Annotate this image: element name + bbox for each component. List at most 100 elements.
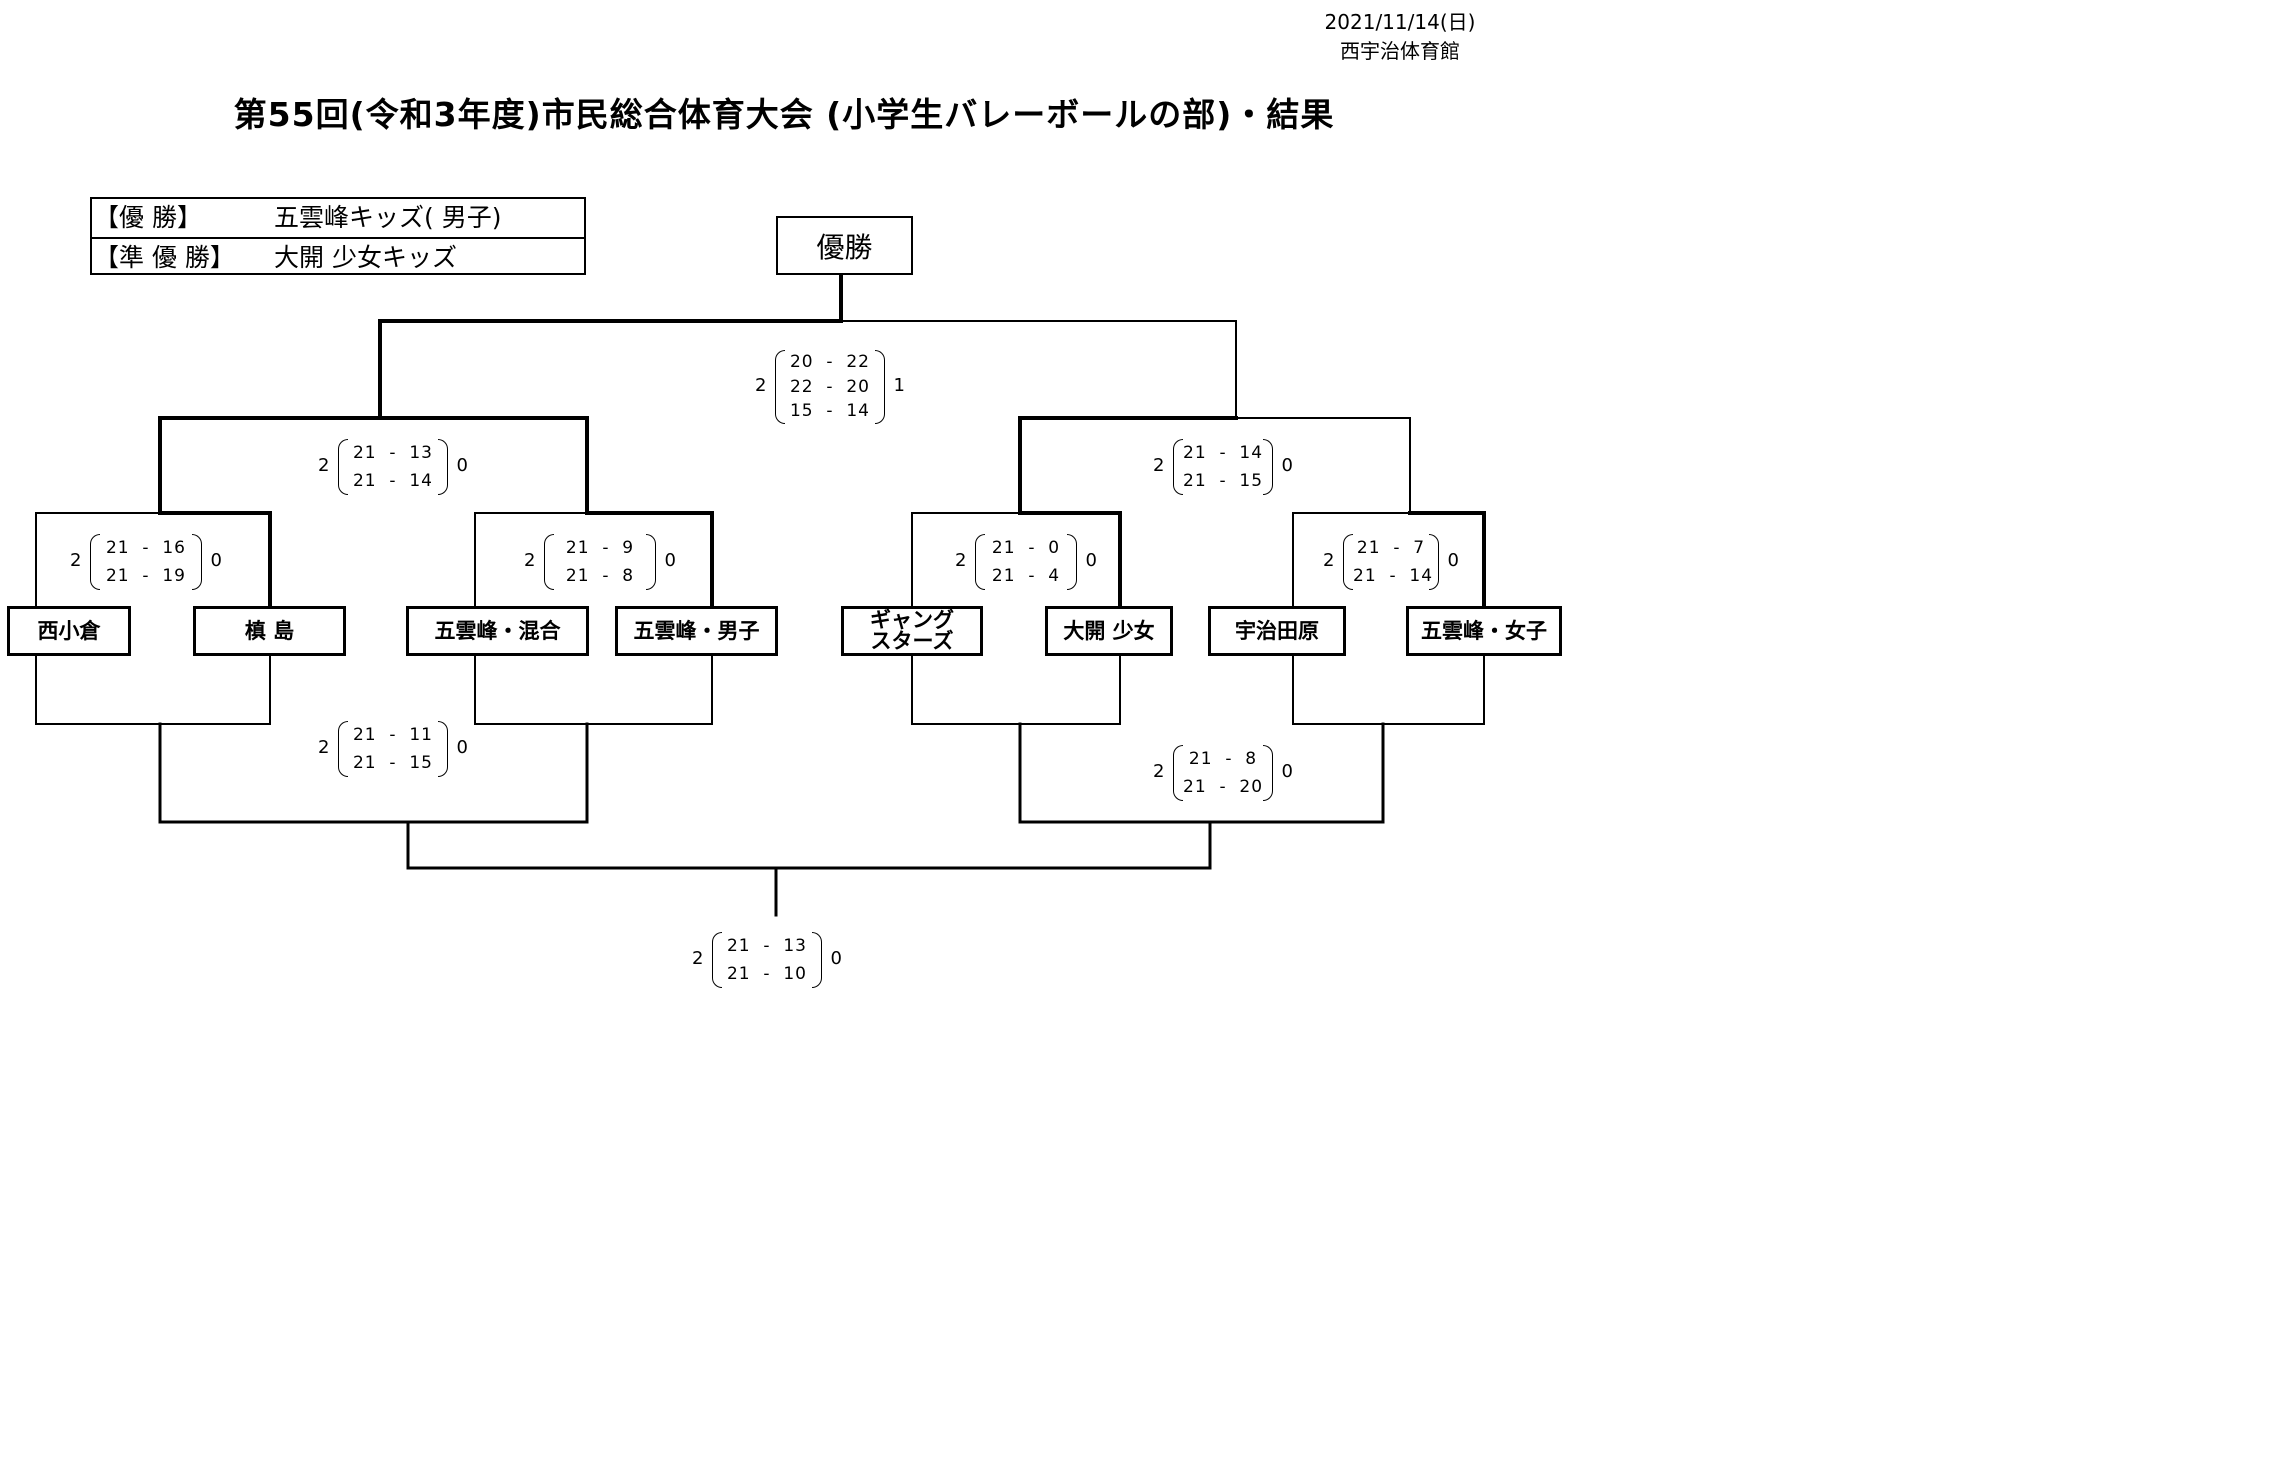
set-scores-bracket: 21 - 13 21 - 10: [712, 932, 822, 988]
set-score: 21 - 20: [1183, 777, 1264, 797]
left-paren: [1173, 439, 1183, 495]
set-score: 15 - 14: [789, 401, 870, 422]
champion-team: 五雲峰キッズ( 男子): [274, 203, 502, 232]
left-paren: [712, 932, 722, 988]
right-paren: [438, 721, 448, 777]
loser-set-count: 0: [456, 455, 468, 476]
loser-set-count: 0: [1085, 550, 1097, 571]
left-paren: [775, 350, 785, 424]
champion-row: 【優 勝】 五雲峰キッズ( 男子): [92, 199, 584, 237]
left-paren: [1343, 534, 1353, 590]
winner-set-count: 2: [524, 550, 536, 571]
set-score: 21 - 13: [352, 443, 433, 463]
runner-up-row: 【準 優 勝】 大開 少女キッズ: [92, 237, 584, 277]
left-paren: [544, 534, 554, 590]
set-score: 20 - 22: [789, 352, 870, 372]
left-paren: [90, 534, 100, 590]
right-paren: [1263, 745, 1273, 801]
set-score: 21 - 14: [1183, 443, 1264, 463]
venue: 西宇治体育館: [1340, 39, 1460, 63]
right-paren: [812, 932, 822, 988]
set-score: 21 - 13: [726, 936, 807, 956]
set-score: 21 - 9: [565, 538, 635, 558]
right-paren: [192, 534, 202, 590]
team-ujitawara: 宇治田原: [1208, 606, 1346, 656]
team-makishima: 槙 島: [193, 606, 346, 656]
set-scores-bracket: 21 - 14 21 - 15: [1173, 439, 1273, 495]
runner-up-label: 【準 優 勝】: [94, 243, 235, 272]
champion-label: 【優 勝】: [94, 203, 202, 232]
loser-set-count: 0: [830, 948, 842, 969]
set-score: 22 - 20: [789, 376, 870, 397]
left-paren: [975, 534, 985, 590]
set-scores: 21 - 16 21 - 19: [100, 534, 192, 590]
left-paren: [338, 439, 348, 495]
loser-set-count: 0: [210, 550, 222, 571]
score-final: 2 1 20 - 22 22 - 20 15 - 14: [755, 350, 905, 424]
right-paren: [875, 350, 885, 424]
set-score: 21 - 8: [1188, 749, 1258, 769]
set-scores: 21 - 13 21 - 10: [722, 932, 812, 988]
set-scores: 21 - 7 21 - 14: [1353, 534, 1434, 590]
left-paren: [338, 721, 348, 777]
set-scores: 21 - 8 21 - 20: [1183, 745, 1263, 801]
date-venue: 2021/11/14(日) 西宇治体育館: [1300, 8, 1500, 66]
runner-up-team: 大開 少女キッズ: [274, 243, 457, 272]
winner-set-count: 2: [1153, 455, 1165, 476]
score-semi-right: 2 0 21 - 14 21 - 15: [1153, 439, 1293, 495]
right-paren: [438, 439, 448, 495]
left-paren: [1173, 745, 1183, 801]
loser-set-count: 1: [893, 375, 905, 396]
team-goun-girls: 五雲峰・女子: [1406, 606, 1562, 656]
set-scores: 21 - 14 21 - 15: [1183, 439, 1263, 495]
winner-set-count: 2: [1153, 761, 1165, 782]
team-daikai-girls: 大開 少女: [1045, 606, 1173, 656]
winner-set-count: 2: [1323, 550, 1335, 571]
loser-set-count: 0: [1281, 761, 1293, 782]
loser-set-count: 0: [1281, 455, 1293, 476]
set-score: 21 - 15: [352, 753, 433, 773]
set-score: 21 - 0: [991, 538, 1061, 558]
date: 2021/11/14(日): [1324, 10, 1476, 34]
score-consolation-right: 2 0 21 - 8 21 - 20: [1153, 745, 1293, 801]
set-score: 21 - 19: [105, 566, 186, 586]
score-third-place: 2 0 21 - 13 21 - 10: [692, 932, 842, 988]
winner-set-count: 2: [318, 455, 330, 476]
right-paren: [1067, 534, 1077, 590]
winner-set-count: 2: [692, 948, 704, 969]
loser-set-count: 0: [456, 737, 468, 758]
winner-set-count: 2: [70, 550, 82, 571]
loser-set-count: 0: [664, 550, 676, 571]
team-nishi-ogura: 西小倉: [7, 606, 131, 656]
page-title: 第55回(令和3年度)市民総合体育大会 (小学生バレーボールの部)・結果: [233, 95, 1335, 134]
set-score: 21 - 10: [726, 964, 807, 984]
set-scores: 20 - 22 22 - 20 15 - 14: [785, 350, 875, 424]
team-goun-boys: 五雲峰・男子: [615, 606, 778, 656]
set-score: 21 - 15: [1183, 471, 1264, 491]
set-scores-bracket: 21 - 16 21 - 19: [90, 534, 202, 590]
set-scores: 21 - 0 21 - 4: [985, 534, 1067, 590]
winner-set-count: 2: [755, 375, 767, 396]
set-scores-bracket: 21 - 7 21 - 14: [1343, 534, 1439, 590]
champion-box: 優勝: [776, 216, 913, 275]
set-scores-bracket: 20 - 22 22 - 20 15 - 14: [775, 350, 885, 424]
right-paren: [646, 534, 656, 590]
set-score: 21 - 14: [1353, 566, 1434, 586]
set-score: 21 - 4: [991, 566, 1061, 586]
winner-set-count: 2: [318, 737, 330, 758]
set-score: 21 - 16: [105, 538, 186, 558]
team-gang-stars: ギャング スターズ: [841, 606, 983, 656]
set-score: 21 - 7: [1356, 538, 1426, 558]
results-box: 【優 勝】 五雲峰キッズ( 男子) 【準 優 勝】 大開 少女キッズ: [90, 197, 586, 275]
team-goun-mixed: 五雲峰・混合: [406, 606, 589, 656]
